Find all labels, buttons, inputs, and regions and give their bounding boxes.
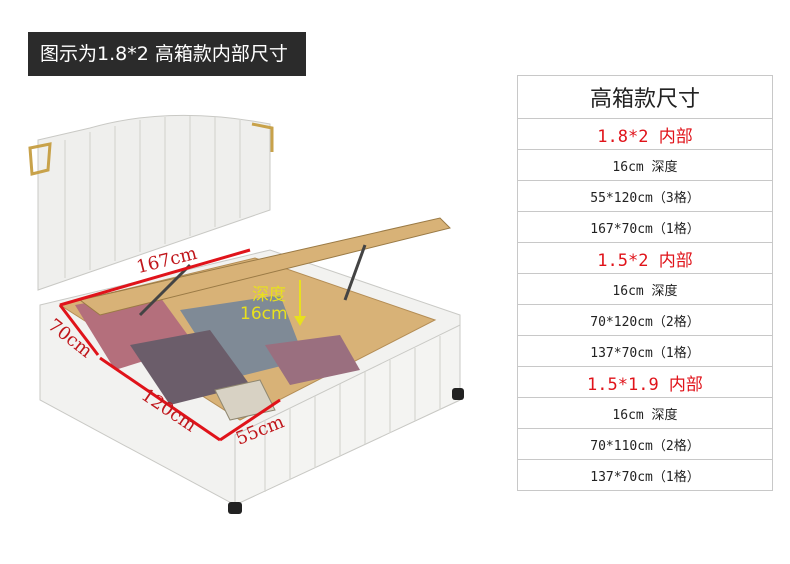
table-row: 16cm 深度 bbox=[517, 273, 773, 305]
table-row: 16cm 深度 bbox=[517, 149, 773, 181]
bed-drawing bbox=[28, 114, 464, 514]
leg-front bbox=[228, 502, 242, 514]
table-row: 137*70cm（1格） bbox=[517, 459, 773, 491]
lift-platform bbox=[78, 217, 451, 316]
depth-label-top: 深度 bbox=[252, 285, 286, 305]
leg-right bbox=[452, 388, 464, 400]
table-row: 16cm 深度 bbox=[517, 397, 773, 429]
gas-strut-right bbox=[343, 244, 367, 301]
section-title: 1.8*2 内部 bbox=[517, 118, 773, 150]
footboard-channels bbox=[264, 336, 441, 492]
depth-arrow-head bbox=[294, 316, 306, 326]
dimension-arrows bbox=[58, 248, 281, 442]
compartment-blanket-right bbox=[265, 335, 360, 385]
table-row: 167*70cm（1格） bbox=[517, 211, 773, 243]
headboard-gold-corner-left bbox=[28, 142, 52, 176]
compartment-bedding-center bbox=[130, 330, 250, 405]
headboard bbox=[37, 114, 271, 291]
table-row: 70*110cm（2格） bbox=[517, 428, 773, 460]
headboard-gold-corner-right bbox=[251, 122, 274, 152]
table-row: 70*120cm（2格） bbox=[517, 304, 773, 336]
depth-label-value: 16cm bbox=[240, 304, 288, 324]
title-banner: 图示为1.8*2 高箱款内部尺寸 bbox=[28, 32, 306, 76]
size-table: 高箱款尺寸 1.8*2 内部 16cm 深度 55*120cm（3格） 167*… bbox=[517, 75, 773, 491]
table-row: 137*70cm（1格） bbox=[517, 335, 773, 367]
table-row: 55*120cm（3格） bbox=[517, 180, 773, 212]
headboard-channels bbox=[64, 116, 241, 278]
section-title: 1.5*2 内部 bbox=[517, 242, 773, 274]
gas-strut-left bbox=[138, 263, 192, 317]
table-header: 高箱款尺寸 bbox=[517, 75, 773, 119]
bed-illustration bbox=[20, 100, 500, 530]
compartment-books bbox=[214, 379, 276, 421]
section-title: 1.5*1.9 内部 bbox=[517, 366, 773, 398]
